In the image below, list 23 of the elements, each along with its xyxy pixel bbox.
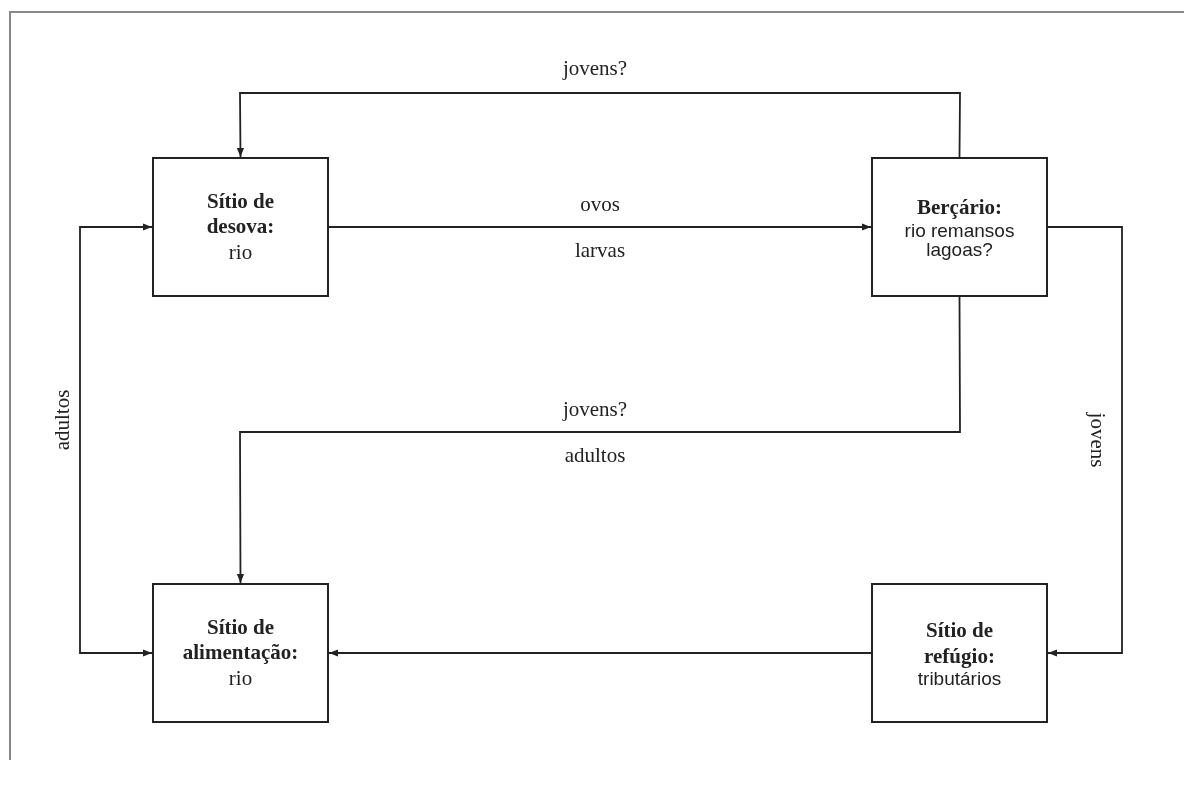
edge-label: jovens? adultos — [562, 396, 628, 469]
box-heading: Sítio de alimentação: — [181, 615, 300, 666]
arrow — [236, 92, 961, 158]
box-text: tributários — [917, 668, 1002, 688]
arrow — [79, 223, 153, 657]
arrow — [1047, 226, 1123, 657]
edge-label: jovens — [1084, 412, 1110, 468]
edge-label: adultos — [49, 389, 75, 451]
arrow — [236, 296, 961, 584]
arrow — [328, 223, 872, 231]
edge-label: ovos larvas — [574, 191, 626, 264]
box-text: rio remansos lagoas? — [903, 220, 1016, 259]
box-text: rio — [228, 239, 253, 265]
box-heading: Sítio de refúgio: — [923, 618, 996, 669]
box-text: rio — [228, 665, 253, 691]
box-heading: Sítio de desova: — [205, 189, 276, 240]
process-box — [152, 583, 329, 723]
process-box — [871, 583, 1048, 723]
process-box — [152, 157, 329, 297]
edge-label: jovens? — [562, 55, 628, 81]
box-heading: Berçário: — [916, 195, 1003, 221]
process-box — [871, 157, 1048, 297]
arrow — [328, 649, 872, 657]
